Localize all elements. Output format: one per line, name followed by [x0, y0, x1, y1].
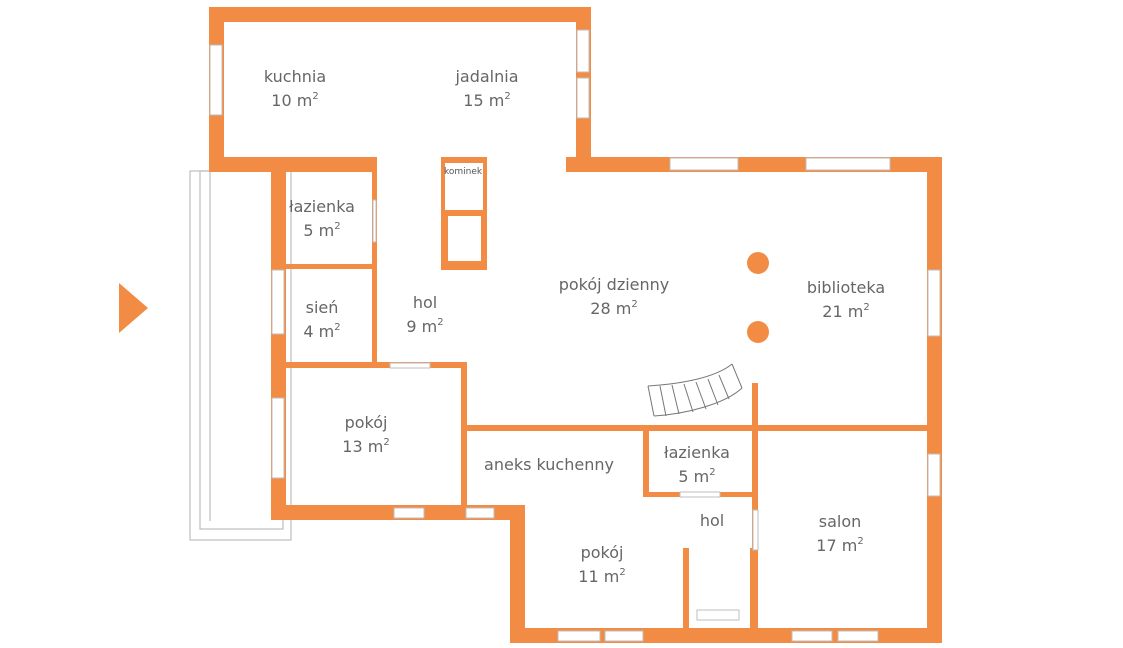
svg-text:pokój: pokój [345, 413, 388, 432]
room-kuchnia: kuchnia 10 m2 [264, 67, 326, 110]
room-sien: sień 4 m2 [303, 298, 340, 341]
svg-text:hol: hol [413, 293, 437, 312]
svg-text:biblioteka: biblioteka [807, 278, 885, 297]
svg-text:pokój dzienny: pokój dzienny [559, 275, 670, 294]
svg-text:łazienka: łazienka [664, 443, 730, 462]
room-lazienka-2: łazienka 5 m2 [664, 443, 730, 486]
room-hol-2: hol [700, 511, 724, 530]
svg-text:łazienka: łazienka [289, 197, 355, 216]
room-jadalnia: jadalnia 15 m2 [454, 67, 518, 110]
column-bottom [747, 321, 769, 343]
room-pokoj-13: pokój 13 m2 [342, 413, 389, 456]
svg-text:17 m2: 17 m2 [816, 536, 863, 555]
svg-text:10 m2: 10 m2 [271, 91, 318, 110]
windows [209, 29, 941, 642]
room-pokoj-11: pokój 11 m2 [578, 543, 625, 586]
room-biblioteka: biblioteka 21 m2 [807, 278, 885, 321]
svg-text:21 m2: 21 m2 [822, 302, 869, 321]
svg-text:5 m2: 5 m2 [303, 221, 340, 240]
svg-text:aneks kuchenny: aneks kuchenny [484, 455, 614, 474]
entrance-arrow-icon [119, 283, 148, 333]
svg-text:13 m2: 13 m2 [342, 437, 389, 456]
room-hol-1: hol 9 m2 [406, 293, 443, 336]
svg-text:jadalnia: jadalnia [454, 67, 518, 86]
svg-text:hol: hol [700, 511, 724, 530]
svg-text:sień: sień [306, 298, 339, 317]
fireplace: kominek [441, 157, 487, 270]
column-top [747, 252, 769, 274]
svg-text:4 m2: 4 m2 [303, 322, 340, 341]
room-pokoj-dzienny: pokój dzienny 28 m2 [559, 275, 670, 318]
room-lazienka-1: łazienka 5 m2 [289, 197, 355, 240]
room-salon: salon 17 m2 [816, 512, 863, 555]
fireplace-label: kominek [444, 167, 483, 177]
svg-text:11 m2: 11 m2 [578, 567, 625, 586]
svg-text:salon: salon [819, 512, 862, 531]
room-aneks-kuchenny: aneks kuchenny [484, 455, 614, 474]
svg-text:5 m2: 5 m2 [678, 467, 715, 486]
svg-text:pokój: pokój [581, 543, 624, 562]
svg-text:9 m2: 9 m2 [406, 317, 443, 336]
svg-text:15 m2: 15 m2 [463, 91, 510, 110]
stairs [647, 363, 743, 417]
room-name: kuchnia [264, 67, 326, 86]
svg-text:28 m2: 28 m2 [590, 299, 637, 318]
